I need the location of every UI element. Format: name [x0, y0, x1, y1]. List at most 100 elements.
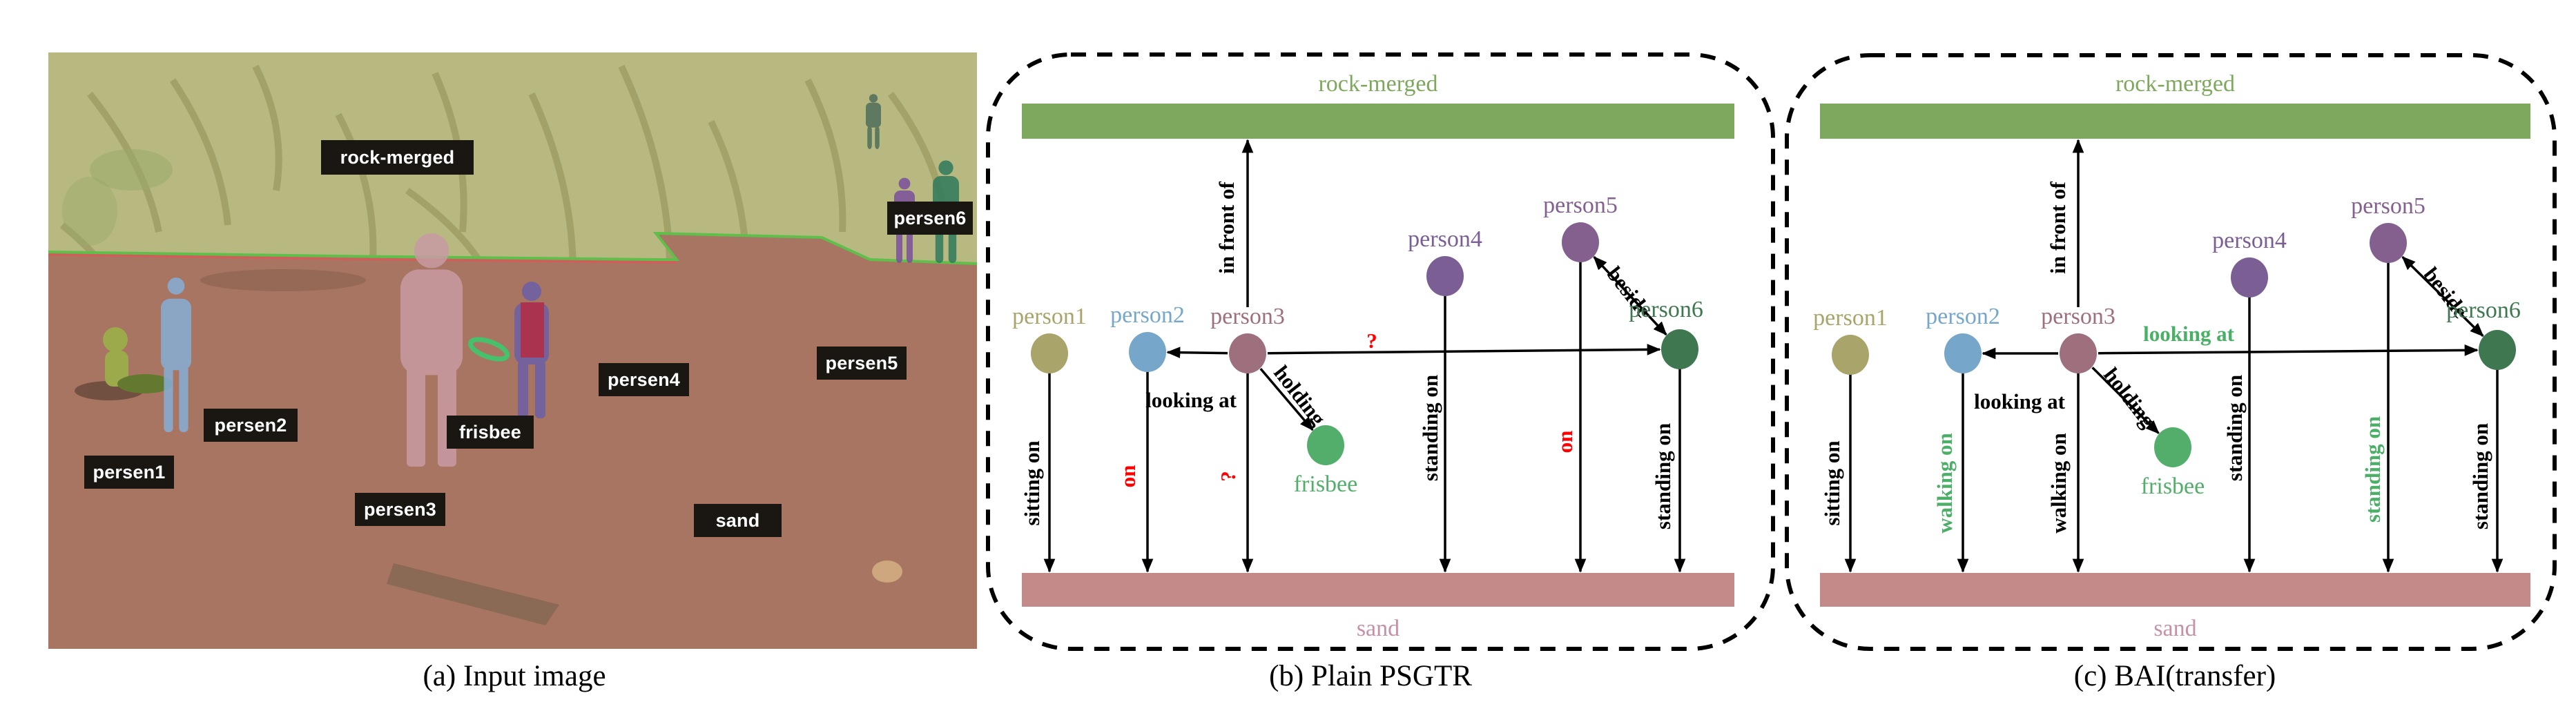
- photo-tag-persen5: persen5: [817, 347, 907, 380]
- edge-p5-p6: [1593, 256, 1667, 335]
- edge-p3-p2: [1166, 347, 1228, 358]
- frisbee-mask: [467, 337, 510, 362]
- node-person5: person5: [1543, 193, 1618, 262]
- rock-merged-label: rock-merged: [2115, 71, 2235, 97]
- node-label-person5: person5: [1543, 193, 1618, 218]
- rock-merged-bar: [1022, 104, 1734, 139]
- driftwood: [387, 563, 559, 625]
- photo-tag-sand: sand: [694, 504, 782, 537]
- node-person5: person5: [2351, 193, 2425, 263]
- node-label-person4: person4: [1408, 226, 1482, 252]
- edge-label-p6-sand: standing on: [1651, 423, 1675, 529]
- photo-tag-persen3: persen3: [355, 493, 445, 526]
- node-label-person5: person5: [2351, 193, 2425, 219]
- node-person4: person4: [1408, 226, 1482, 296]
- rock-merged-bar: [1820, 104, 2530, 139]
- photo-tag-rock-merged: rock-merged: [321, 140, 474, 175]
- node-label-person2: person2: [1110, 302, 1185, 328]
- edge-label-p3-frisbee: holding: [2099, 363, 2160, 433]
- edge-label-p2-sand: walking on: [1933, 433, 1957, 534]
- person4-shirt: [521, 302, 544, 358]
- nodes: person1 person2 person3 frisbee person4 perso…: [1813, 193, 2521, 499]
- dashed-frame: [1785, 53, 2557, 651]
- node-circle-person6: [1661, 329, 1698, 369]
- node-circle-person3: [1229, 333, 1266, 373]
- rock-stone: [872, 560, 902, 583]
- caption-b: (b) Plain PSGTR: [1269, 660, 1472, 692]
- edge-label-p5-sand: standing on: [2361, 416, 2385, 523]
- node-circle-person6: [2479, 330, 2516, 370]
- caption-c: (c) BAI(transfer): [2073, 660, 2276, 692]
- sand-label: sand: [2153, 616, 2196, 641]
- node-label-person4: person4: [2212, 228, 2287, 253]
- sand-label: sand: [1357, 616, 1400, 641]
- edge-label-p3-rock: in front of: [1214, 181, 1239, 273]
- node-person1: person1: [1813, 305, 1888, 375]
- caption-a: (a) Input image: [423, 660, 606, 692]
- node-person2: person2: [1110, 302, 1185, 372]
- node-label-frisbee: frisbee: [2141, 474, 2205, 499]
- edge-label-p5-sand: on: [1553, 431, 1577, 454]
- node-circle-person5: [1562, 222, 1599, 262]
- node-circle-person3: [2060, 333, 2097, 373]
- node-circle-person4: [1426, 256, 1464, 296]
- node-frisbee: frisbee: [1294, 425, 1358, 497]
- edge-label-p4-sand: standing on: [2222, 375, 2247, 481]
- input-image: rock-merged persen6 persen4 persen5 persen2 f…: [48, 52, 977, 649]
- node-label-person6: person6: [1629, 297, 1703, 322]
- edge-p3-frisbee: [1259, 367, 1314, 431]
- node-person1: person1: [1012, 304, 1087, 373]
- sand-bar: [1022, 573, 1734, 607]
- edge-label-p1-sand: sitting on: [1020, 440, 1044, 525]
- node-circle-frisbee: [2154, 427, 2191, 467]
- node-circle-frisbee: [1307, 425, 1344, 465]
- photo-tag-frisbee: frisbee: [447, 416, 534, 449]
- edge-p3-p6: [1267, 344, 1661, 355]
- edge-label-p3-p6: looking at: [2143, 322, 2234, 346]
- node-circle-person4: [2231, 257, 2268, 298]
- edge-label-p3-p6: ?: [1366, 329, 1377, 353]
- node-person4: person4: [2212, 228, 2287, 298]
- node-person3: person3: [2041, 304, 2115, 373]
- node-label-person3: person3: [2041, 304, 2115, 329]
- edge-p3-frisbee: [2091, 367, 2160, 434]
- photo-tag-persen6: persen6: [887, 202, 973, 235]
- edge-label-p4-sand: standing on: [1418, 375, 1442, 481]
- photo-tag-persen1: persen1: [84, 456, 174, 489]
- node-circle-person5: [2370, 223, 2407, 263]
- node-person3: person3: [1210, 304, 1285, 373]
- panel-c: rock-merged sand in front of looking at hold…: [1785, 53, 2557, 651]
- edge-label-p3-p2: looking at: [1974, 389, 2065, 413]
- nodes: person1 person2 person3 frisbee person4 perso…: [1012, 193, 1703, 497]
- node-circle-person1: [1031, 333, 1068, 373]
- node-circle-person2: [1129, 332, 1166, 372]
- edge-label-p3-rock: in front of: [2046, 181, 2070, 273]
- node-circle-person2: [1944, 333, 1982, 373]
- node-label-frisbee: frisbee: [1294, 471, 1358, 497]
- rock-merged-label: rock-merged: [1318, 71, 1437, 97]
- node-label-person3: person3: [1210, 304, 1285, 329]
- node-label-person6: person6: [2446, 298, 2521, 323]
- node-label-person1: person1: [1813, 305, 1888, 331]
- edge-p3-p6: [2098, 344, 2479, 356]
- node-label-person1: person1: [1012, 304, 1087, 329]
- photo-tag-persen4: persen4: [599, 363, 689, 396]
- node-frisbee: frisbee: [2141, 427, 2205, 499]
- rock-boundary: [48, 231, 977, 265]
- edge-label-p6-sand: standing on: [2468, 423, 2492, 529]
- edge-label-p3-sand: walking on: [2046, 433, 2071, 534]
- sand-boundary: [48, 253, 677, 264]
- edge-label-p1-sand: sitting on: [1820, 440, 1844, 525]
- node-person6: person6: [1629, 297, 1703, 369]
- edge-label-p2-sand: on: [1116, 465, 1140, 488]
- background-person-mask: [866, 94, 881, 149]
- edge-label-p3-p2: looking at: [1145, 388, 1237, 412]
- node-label-person2: person2: [1926, 304, 2000, 329]
- edge-p5-p6: [2401, 256, 2484, 337]
- node-person2: person2: [1926, 304, 2000, 373]
- sand-bar: [1820, 573, 2530, 607]
- edge-label-p3-sand: ?: [1216, 471, 1240, 482]
- photo-tag-persen2: persen2: [204, 409, 298, 442]
